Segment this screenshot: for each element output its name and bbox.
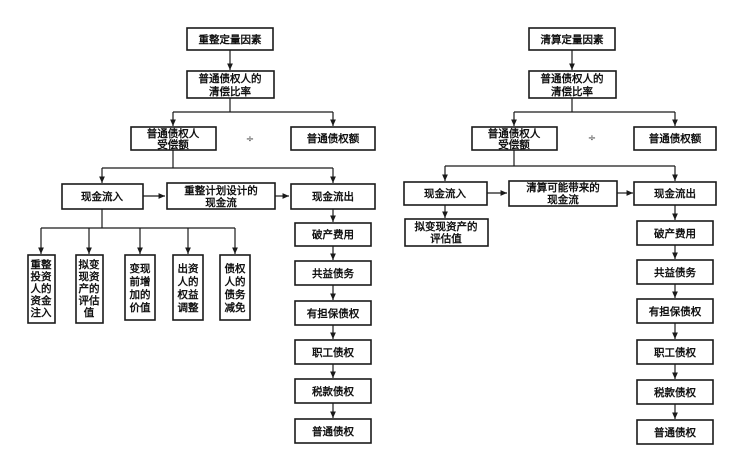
svg-text:债权: 债权 [225,262,246,275]
svg-text:现资: 现资 [79,270,100,283]
right-root-box: 清算定量因素 [528,27,616,51]
left-outflow-item-6: 普通债权 [294,418,372,444]
left-outflow-box: 现金流出 [290,183,376,210]
right-outflow-item-2: 共益债务 [636,259,714,285]
left-outflow-item-5: 税款债权 [294,378,372,404]
right-plan-label-1: 清算可能带来的 [526,181,600,194]
right-total-box: 普通债权额 [633,126,717,151]
left-received-box: 普通债权人 受偿额 [130,126,217,151]
left-inflow-item-3: 变现 前增 加的 价值 [124,254,156,321]
right-outflow-item-5: 税款债权 [636,379,714,405]
left-outflow-item-1: 破产费用 [294,222,372,247]
right-inflow-box: 现金流入 [403,181,488,206]
svg-text:普通债权: 普通债权 [312,425,354,438]
svg-text:拟变: 拟变 [79,258,100,271]
left-inflow-item-2: 拟变 现资 产的 评估 值 [75,254,104,324]
right-diagram: 清算定量因素 普通债权人的 清偿比率 普通债权人 受偿额 ÷ 普通债权额 现金流… [403,27,717,445]
left-ratio-label-1: 普通债权人的 [199,72,262,85]
svg-text:人的: 人的 [31,282,52,295]
svg-text:资金: 资金 [31,294,52,307]
left-total-label: 普通债权额 [307,132,360,145]
right-outflow-item-4: 职工债权 [636,339,714,365]
right-outflow-item-6: 普通债权 [636,419,714,445]
svg-text:减免: 减免 [225,301,246,314]
svg-text:出资: 出资 [178,262,199,275]
left-root-label: 重整定量因素 [199,33,262,46]
svg-text:值: 值 [84,306,95,319]
svg-text:加的: 加的 [129,288,151,301]
svg-text:投资: 投资 [31,270,52,283]
left-inflow-item-4: 出资 人的 权益 调整 [172,254,204,321]
svg-text:有担保债权: 有担保债权 [649,305,702,318]
right-ratio-label-1: 普通债权人的 [541,72,604,85]
svg-text:注入: 注入 [31,306,52,319]
right-plan-label-2: 现金流 [547,193,579,206]
svg-text:评估值: 评估值 [430,232,462,245]
svg-text:价值: 价值 [130,301,151,314]
svg-text:权益: 权益 [177,288,199,301]
left-total-box: 普通债权额 [290,126,376,151]
right-received-box: 普通债权人 受偿额 [471,126,558,151]
left-outflow-item-4: 职工债权 [294,339,372,365]
svg-text:有担保债权: 有担保债权 [307,307,360,320]
right-received-label-2: 受偿额 [498,138,530,151]
left-received-label-1: 普通债权人 [147,127,200,140]
right-received-label-1: 普通债权人 [488,127,541,140]
right-inflow-item-1: 拟变现资产的 评估值 [404,218,489,247]
left-plan-label-1: 重整计划设计的 [184,184,258,197]
left-ratio-box: 普通债权人的 清偿比率 [186,70,275,99]
left-outflow-item-2: 共益债务 [294,260,372,286]
svg-text:共益债务: 共益债务 [312,267,354,280]
right-ratio-label-2: 清偿比率 [551,85,593,98]
svg-text:职工债权: 职工债权 [312,346,354,359]
left-ratio-label-2: 清偿比率 [209,85,251,98]
svg-text:税款债权: 税款债权 [312,385,354,398]
svg-text:调整: 调整 [178,301,199,314]
left-inflow-item-5: 债权 人的 债务 减免 [219,254,251,321]
svg-text:重整: 重整 [31,258,52,271]
svg-text:人的: 人的 [178,275,199,288]
left-root-box: 重整定量因素 [186,27,274,51]
svg-text:变现: 变现 [130,262,151,275]
svg-text:人的: 人的 [225,275,246,288]
left-plan-label-2: 现金流 [205,196,237,209]
right-outflow-item-3: 有担保债权 [636,298,714,324]
left-outflow-label: 现金流出 [312,190,354,203]
right-plan-box: 清算可能带来的 现金流 [508,180,618,207]
left-inflow-label: 现金流入 [81,190,123,203]
svg-text:前增: 前增 [130,275,151,288]
left-inflow-item-1: 重整 投资 人的 资金 注入 [27,254,56,324]
left-diagram: 重整定量因素 普通债权人的 清偿比率 普通债权人 受偿额 ÷ 普通债权额 现金流… [27,27,376,444]
svg-text:普通债权: 普通债权 [654,426,696,439]
svg-text:产的: 产的 [79,282,100,295]
left-outflow-item-3: 有担保债权 [294,300,372,326]
svg-text:破产费用: 破产费用 [654,227,696,240]
right-total-label: 普通债权额 [649,132,702,145]
svg-text:破产费用: 破产费用 [312,228,354,241]
right-ratio-box: 普通债权人的 清偿比率 [528,70,617,99]
svg-text:共益债务: 共益债务 [654,266,696,279]
left-plan-box: 重整计划设计的 现金流 [166,182,276,210]
svg-text:评估: 评估 [79,294,100,307]
right-outflow-box: 现金流出 [633,181,717,206]
right-outflow-item-1: 破产费用 [636,220,714,246]
svg-text:拟变现资产的: 拟变现资产的 [415,220,478,233]
right-inflow-label: 现金流入 [424,187,466,200]
left-divide-symbol: ÷ [246,134,254,145]
left-inflow-box: 现金流入 [61,183,144,210]
right-root-label: 清算定量因素 [541,33,604,46]
svg-text:税款债权: 税款债权 [654,386,696,399]
left-received-label-2: 受偿额 [157,138,189,151]
right-outflow-label: 现金流出 [654,187,696,200]
svg-text:职工债权: 职工债权 [654,346,696,359]
right-divide-symbol: ÷ [588,133,596,144]
svg-text:债务: 债务 [225,288,246,301]
